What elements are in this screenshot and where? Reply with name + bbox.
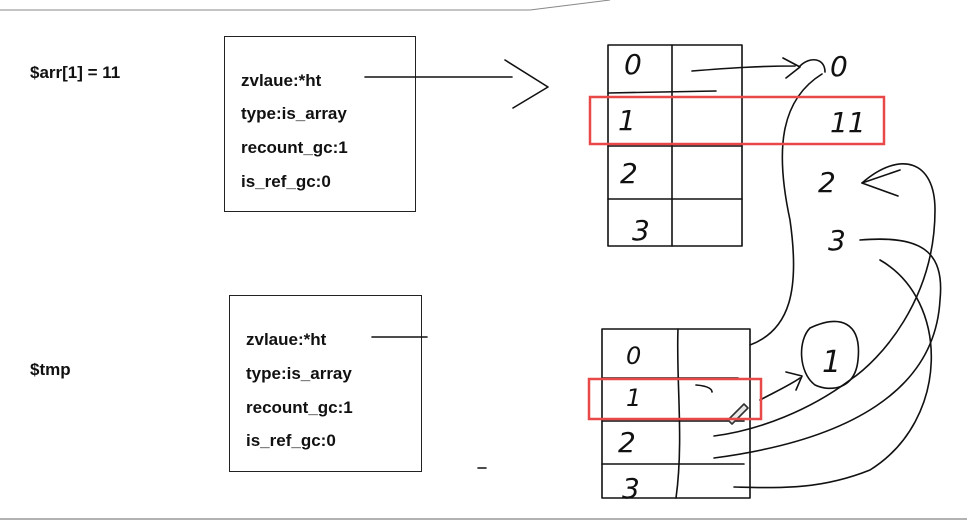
arr-assignment-label: $arr[1] = 11 bbox=[30, 63, 121, 82]
zval-value-field: zvlaue:*ht bbox=[246, 330, 327, 349]
highlight-row-arr-1 bbox=[588, 95, 886, 146]
top-value-3: 3 bbox=[828, 224, 846, 257]
top-value-0: 0 bbox=[830, 50, 848, 83]
top-key-3: 3 bbox=[632, 214, 650, 247]
bottom-new-value: 1 bbox=[822, 345, 841, 380]
hashtable-top-grid bbox=[607, 44, 743, 247]
new-value-arrow bbox=[759, 371, 803, 401]
zval-isref-field: is_ref_gc:0 bbox=[246, 431, 336, 450]
pointer-arrow-top bbox=[364, 59, 549, 109]
zval-refcount-field: recount_gc:1 bbox=[246, 398, 353, 417]
bottom-key-2: 2 bbox=[618, 426, 636, 459]
bottom-key-1: 1 bbox=[626, 384, 641, 412]
bucket1-arrow bbox=[695, 384, 713, 393]
top-value-1: 11 bbox=[830, 106, 866, 139]
zval-box-tmp: zvlaue:*ht type:is_array recount_gc:1 is… bbox=[229, 295, 422, 472]
top-value-2: 2 bbox=[818, 166, 836, 199]
top-key-2: 2 bbox=[620, 157, 638, 190]
tmp-variable-label: $tmp bbox=[30, 360, 71, 379]
value2-arrow bbox=[861, 169, 901, 197]
top-divider-slant bbox=[529, 0, 611, 11]
bucket0-arrow bbox=[691, 57, 801, 79]
zval-type-field: type:is_array bbox=[246, 364, 352, 383]
value3-bottom-curve bbox=[733, 259, 933, 489]
shared-value-curve bbox=[749, 73, 823, 346]
zval-type-field: type:is_array bbox=[241, 104, 347, 123]
zval-box-arr: zvlaue:*ht type:is_array recount_gc:1 is… bbox=[224, 36, 416, 212]
top-key-1: 1 bbox=[618, 104, 636, 137]
value3-curve bbox=[713, 238, 942, 459]
bucket0-curve bbox=[799, 59, 826, 73]
highlight-row-tmp-1 bbox=[587, 377, 763, 421]
zval-value-field: zvlaue:*ht bbox=[241, 71, 322, 90]
top-key-0: 0 bbox=[624, 48, 642, 81]
zval-isref-field: is_ref_gc:0 bbox=[241, 172, 331, 191]
new-value-circle bbox=[800, 320, 860, 390]
zval-refcount-field: recount_gc:1 bbox=[241, 138, 348, 157]
value2-curve bbox=[713, 163, 936, 437]
bottom-key-3: 3 bbox=[622, 472, 640, 505]
bottom-key-0: 0 bbox=[626, 342, 641, 370]
